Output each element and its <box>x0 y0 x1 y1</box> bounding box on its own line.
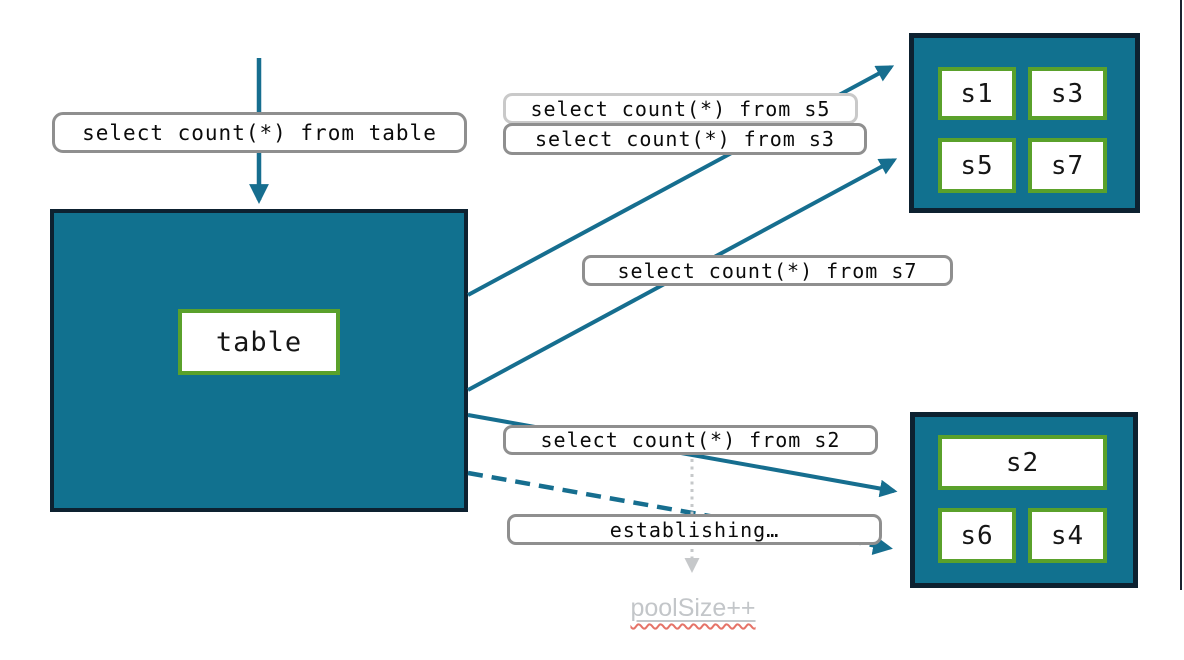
query-label-s7: select count(*) from s7 <box>582 255 953 286</box>
pool-size-note: poolSize++ <box>598 594 788 623</box>
shard-cell-s2: s2 <box>938 435 1107 490</box>
query-label-table: select count(*) from table <box>52 112 467 153</box>
shard-cell-s5: s5 <box>938 138 1016 193</box>
shard-cell-s6: s6 <box>938 508 1016 563</box>
shard-cell-s4: s4 <box>1028 508 1107 563</box>
table-box: table <box>50 209 468 512</box>
shard-cell-s1: s1 <box>938 67 1016 120</box>
query-label-establishing: establishing… <box>507 514 882 545</box>
pool-size-note-text: poolSize++ <box>630 594 756 622</box>
shard-cell-s7: s7 <box>1028 138 1107 193</box>
shard-pool-bottom-box: s2 s6 s4 <box>910 412 1138 588</box>
query-label-s5: select count(*) from s5 <box>503 93 858 124</box>
query-label-s3: select count(*) from s3 <box>503 123 867 155</box>
slide-edge-line <box>1180 0 1182 590</box>
shard-cell-s3: s3 <box>1028 67 1107 120</box>
table-label-cell: table <box>178 309 340 375</box>
shard-pool-top-box: s1 s3 s5 s7 <box>909 33 1140 213</box>
query-label-s2: select count(*) from s2 <box>503 425 878 455</box>
